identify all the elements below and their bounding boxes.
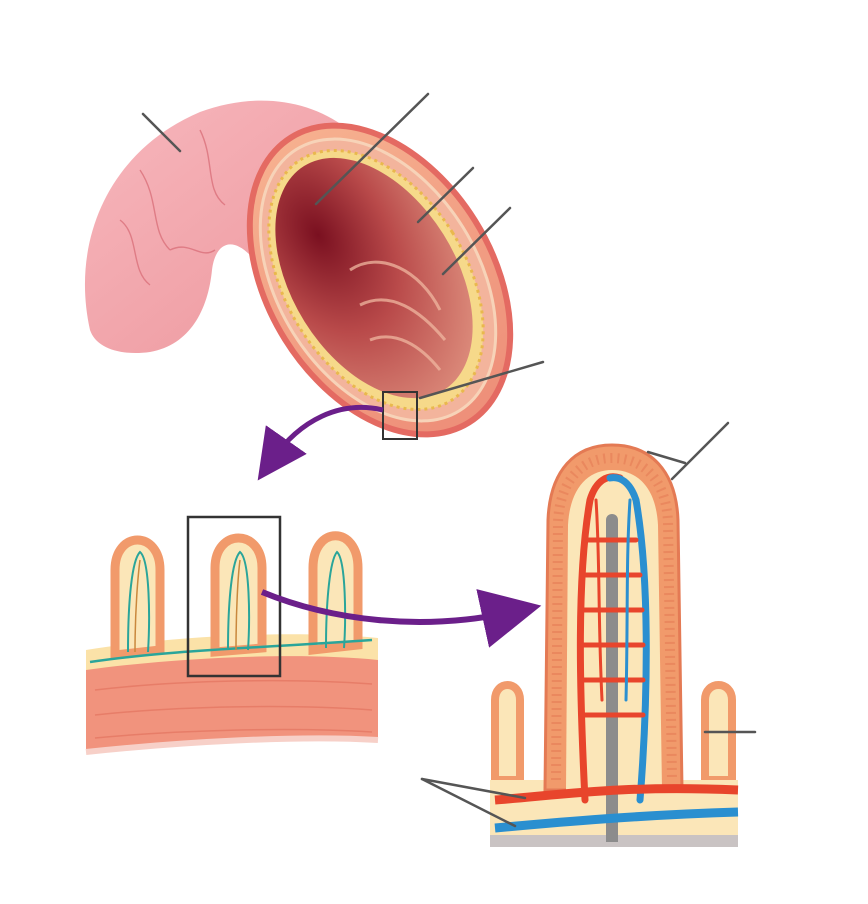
villus-detail	[490, 443, 739, 847]
crypt-left	[491, 681, 524, 784]
villus-leader-lines	[420, 421, 757, 828]
zoom-arrow-2	[260, 589, 542, 648]
villi-row	[110, 531, 363, 661]
arteriole	[576, 473, 624, 804]
villus-2	[210, 533, 267, 657]
intestine-segment	[84, 100, 514, 438]
vein-base	[494, 807, 739, 833]
mucosa-section	[85, 531, 379, 755]
leader-line-mucosa	[418, 360, 545, 400]
leader-line-microvilli-tick	[646, 450, 687, 465]
leader-line-submucosa	[441, 206, 512, 276]
serosa-edge	[85, 735, 379, 755]
leader-line-muscle	[416, 166, 475, 224]
venule	[606, 474, 650, 804]
leader-line-vessel-2	[420, 777, 517, 828]
leader-line-lumen	[314, 92, 430, 206]
zoom-arrow-1	[257, 404, 384, 481]
zoom-box-intestine	[382, 391, 418, 440]
leader-line-microvilli	[670, 421, 730, 481]
muscle-fibers	[94, 679, 373, 739]
leader-line-serosa	[141, 112, 182, 153]
epithelial-cells	[551, 452, 677, 781]
surface-vessels	[119, 129, 226, 286]
villus-3	[308, 531, 363, 656]
intestine-leader-lines	[141, 92, 545, 400]
muscle-layer	[86, 644, 378, 752]
leader-line-vessel-1	[420, 777, 527, 800]
circular-folds	[349, 260, 447, 371]
capillary-network	[576, 473, 650, 804]
